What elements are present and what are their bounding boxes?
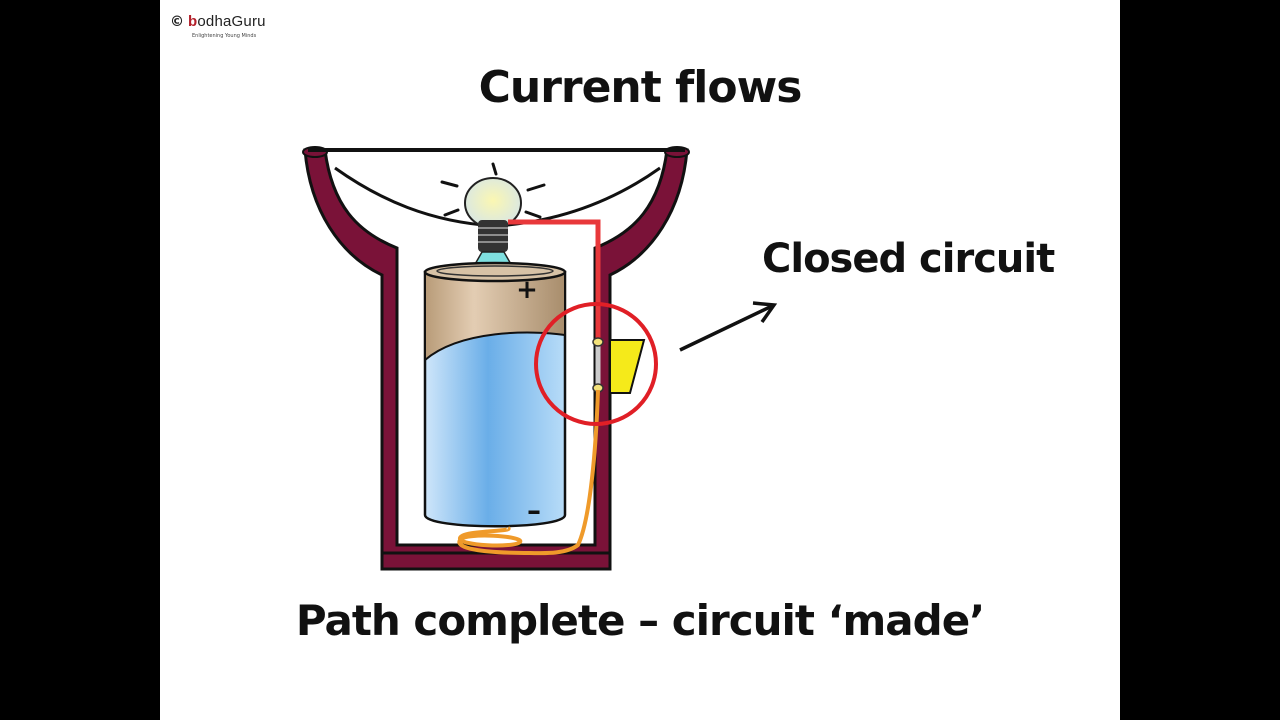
closed-circuit-label: Closed circuit: [762, 236, 1055, 282]
battery-positive-sign: +: [516, 275, 538, 305]
highlight-circle: [534, 302, 658, 426]
switch-slider: [609, 339, 646, 394]
brand-initial: b: [188, 13, 198, 30]
slide: © bodhaGuru Enlightening Young Minds Cur…: [160, 0, 1120, 720]
torch-circuit-diagram: + –: [302, 146, 778, 571]
spring-coil: [457, 526, 531, 555]
slide-caption: Path complete – circuit ‘made’: [295, 596, 985, 645]
wire-red: [508, 219, 601, 340]
brand-rest: odhaGuru: [197, 13, 266, 30]
brand-tagline: Enlightening Young Minds: [192, 33, 257, 39]
bodhaguru-logo: © bodhaGuru Enlightening Young Minds: [170, 6, 290, 42]
arrow-icon: [679, 301, 778, 352]
battery-negative-sign: –: [527, 494, 541, 527]
bulb-icon: [440, 162, 546, 267]
contact-point-top: [592, 337, 604, 347]
wire-orange: [529, 389, 600, 556]
slide-title: Current flows: [478, 62, 803, 113]
battery: + –: [423, 261, 567, 528]
brand-name: bodhaGuru: [188, 13, 266, 30]
copyright-symbol: ©: [170, 14, 184, 30]
